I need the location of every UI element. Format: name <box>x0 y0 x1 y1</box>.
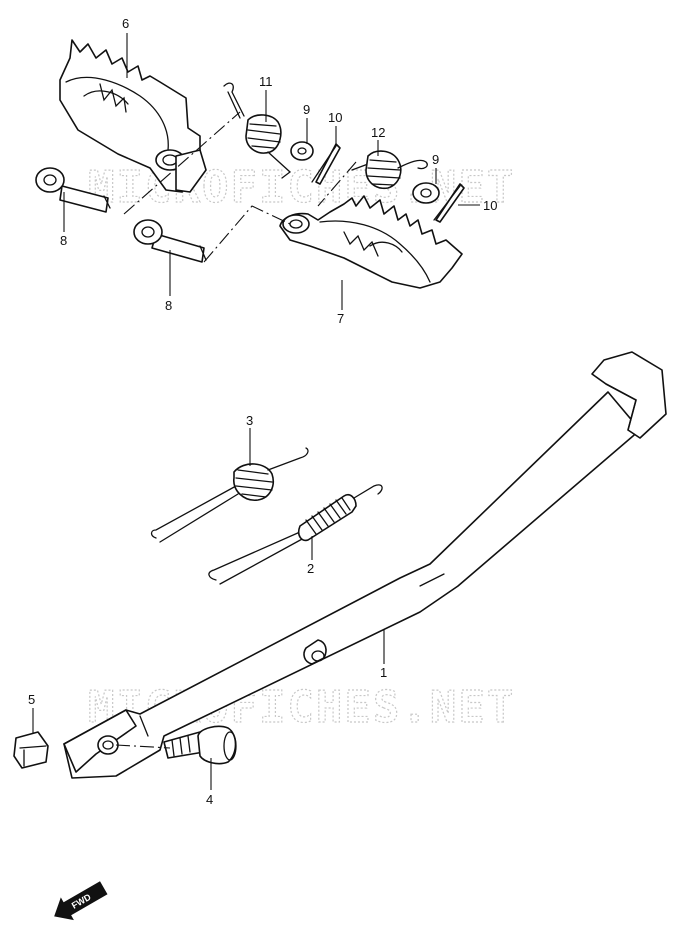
assembly-line-bolt <box>115 744 171 749</box>
washer-9-right <box>412 182 440 204</box>
footrest-right <box>279 195 463 289</box>
spring-12 <box>351 150 428 190</box>
footrest-left <box>59 39 207 193</box>
callout-2: 2 <box>307 561 314 576</box>
leader-lines <box>32 33 480 790</box>
assembly-lines-upper <box>123 111 357 263</box>
cotter-pin-10-left <box>311 143 341 185</box>
callout-7: 7 <box>337 311 344 326</box>
pin-8-upper <box>35 167 111 213</box>
callout-12: 12 <box>371 125 385 140</box>
callout-8-upper: 8 <box>60 233 67 248</box>
callout-6: 6 <box>122 16 129 31</box>
bolt-4 <box>163 725 237 765</box>
callout-10-left: 10 <box>328 110 342 125</box>
callout-1: 1 <box>380 665 387 680</box>
pin-8-lower <box>133 219 207 263</box>
nut-5 <box>13 731 49 769</box>
spring-3 <box>150 447 309 543</box>
callout-5: 5 <box>28 692 35 707</box>
callout-4: 4 <box>206 792 213 807</box>
callout-8-lower: 8 <box>165 298 172 313</box>
callout-9-right: 9 <box>432 152 439 167</box>
fwd-arrow-icon: FWD <box>54 881 108 921</box>
callout-11: 11 <box>259 74 273 89</box>
callout-3: 3 <box>246 413 253 428</box>
spring-11 <box>223 82 292 179</box>
callout-9-left: 9 <box>303 102 310 117</box>
cotter-pin-10-right <box>433 183 465 223</box>
spring-2 <box>208 484 383 585</box>
callout-10-right: 10 <box>483 198 497 213</box>
washer-9-left <box>290 141 314 161</box>
side-stand <box>63 351 667 779</box>
